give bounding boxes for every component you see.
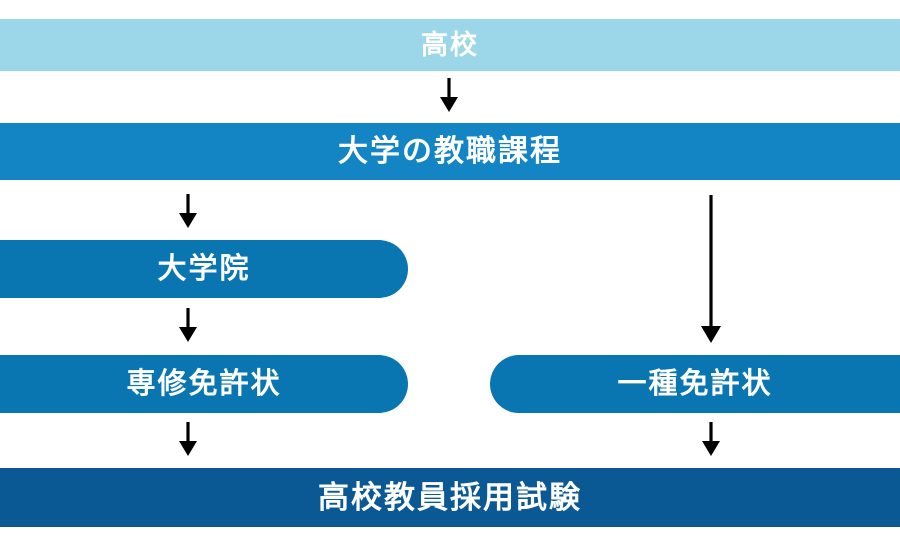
node-highschool-label: 高校 (421, 30, 479, 60)
node-university-teaching-course: 大学の教職課程 (0, 123, 900, 180)
arrow-gradschool-to-advanced-icon (179, 308, 197, 342)
arrow-university-to-gradschool-icon (179, 194, 197, 228)
node-employment-exam-label: 高校教員採用試験 (318, 480, 582, 515)
arrow-type1-to-exam-icon (702, 422, 720, 456)
node-type1-certificate-label: 一種免許状 (617, 368, 773, 400)
node-type1-certificate: 一種免許状 (490, 355, 900, 413)
arrow-university-to-type1-icon (701, 195, 721, 343)
node-advanced-certificate-label: 専修免許状 (126, 368, 282, 400)
arrow-advanced-to-exam-icon (179, 422, 197, 456)
node-graduate-school: 大学院 (0, 240, 408, 298)
node-employment-exam: 高校教員採用試験 (0, 468, 900, 527)
node-advanced-certificate: 専修免許状 (0, 355, 408, 413)
node-graduate-school-label: 大学院 (157, 253, 251, 285)
node-highschool: 高校 (0, 19, 900, 71)
node-university-teaching-course-label: 大学の教職課程 (338, 135, 562, 168)
arrow-highschool-to-university-icon (440, 78, 458, 112)
